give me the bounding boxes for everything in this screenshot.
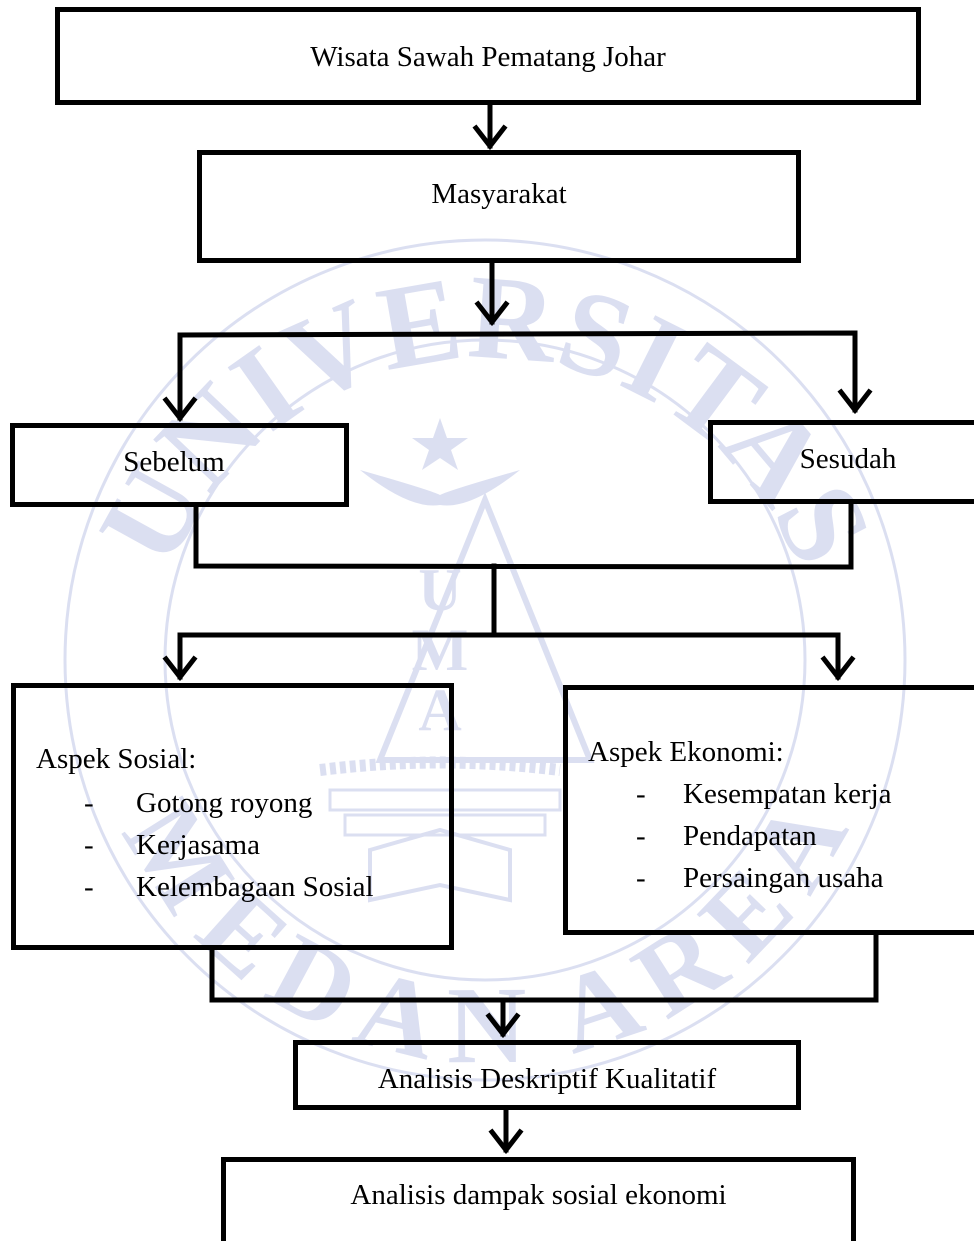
list-item-text: Kelembagaan Sosial [136, 871, 374, 903]
box-wisata: Wisata Sawah Pematang Johar [55, 7, 921, 105]
list-dash: - [84, 787, 94, 819]
list-item-text: Gotong royong [136, 787, 313, 819]
box-sebelum: Sebelum [10, 423, 349, 507]
seal-book-icon [368, 827, 512, 903]
box-masyarakat-label: Masyarakat [431, 178, 567, 210]
connector-split-branch [177, 330, 858, 421]
seal-outer-ring [63, 238, 907, 1082]
seal-shield-shape [375, 491, 595, 763]
list-dash: - [84, 871, 94, 903]
arrowhead-sesudah [837, 388, 873, 415]
seal-star-icon [412, 418, 468, 470]
list-item: - Persaingan usaha [636, 864, 974, 906]
list-dash: - [636, 778, 646, 810]
list-item-text: Persaingan usaha [683, 862, 884, 894]
seal-rice-chain [319, 756, 561, 776]
aspek-sosial-title: Aspek Sosial: [36, 743, 197, 775]
arrowhead-final [488, 1128, 524, 1155]
list-item: - Kesempatan kerja [636, 780, 974, 822]
box-aspek-ekonomi: Aspek Ekonomi: - Kesempatan kerja - Pend… [563, 685, 974, 935]
list-item-text: Kesempatan kerja [683, 778, 892, 810]
list-item: - Kelembagaan Sosial [84, 873, 444, 915]
box-sesudah: Sesudah [708, 420, 974, 504]
box-analisis-deskriptif-label: Analisis Deskriptif Kualitatif [377, 1063, 717, 1095]
list-item: - Gotong royong [84, 789, 444, 831]
list-item-text: Kerjasama [136, 829, 260, 861]
box-analisis-dampak-label: Analisis dampak sosial ekonomi [350, 1179, 727, 1211]
list-dash: - [636, 820, 646, 852]
aspek-sosial-list: - Gotong royong - Kerjasama - Kelembagaa… [84, 789, 444, 915]
arrowhead-analisis [485, 1012, 521, 1039]
seal-letter-m: M [412, 617, 469, 683]
seal-step-2 [343, 813, 547, 837]
seal-step-1 [328, 788, 562, 812]
arrowhead-sosial [162, 655, 198, 682]
box-sesudah-label: Sesudah [799, 443, 897, 475]
box-analisis-deskriptif: Analisis Deskriptif Kualitatif [293, 1040, 801, 1110]
connector-aspects-branch [177, 632, 841, 680]
box-masyarakat: Masyarakat [197, 150, 801, 263]
arrowhead-sebelum [162, 396, 198, 423]
box-aspek-sosial: Aspek Sosial: - Gotong royong - Kerjasam… [11, 683, 454, 950]
arrowhead-masyarakat [472, 124, 508, 151]
connector-merge-2 [209, 932, 879, 1003]
arrowhead-ekonomi [820, 655, 856, 682]
seal-letter-a: A [418, 677, 461, 743]
list-dash: - [636, 862, 646, 894]
aspek-ekonomi-list: - Kesempatan kerja - Pendapatan - Persai… [636, 780, 974, 906]
list-item: - Kerjasama [84, 831, 444, 873]
connector-merge-1 [193, 499, 854, 570]
box-wisata-label: Wisata Sawah Pematang Johar [310, 41, 666, 73]
box-analisis-dampak: Analisis dampak sosial ekonomi [221, 1157, 856, 1241]
seal-eagle-icon [360, 470, 520, 506]
list-dash: - [84, 829, 94, 861]
aspek-ekonomi-title: Aspek Ekonomi: [588, 736, 784, 768]
box-sebelum-label: Sebelum [123, 446, 225, 478]
arrowhead-split [474, 300, 510, 327]
list-item: - Pendapatan [636, 822, 974, 864]
list-item-text: Pendapatan [683, 820, 817, 852]
